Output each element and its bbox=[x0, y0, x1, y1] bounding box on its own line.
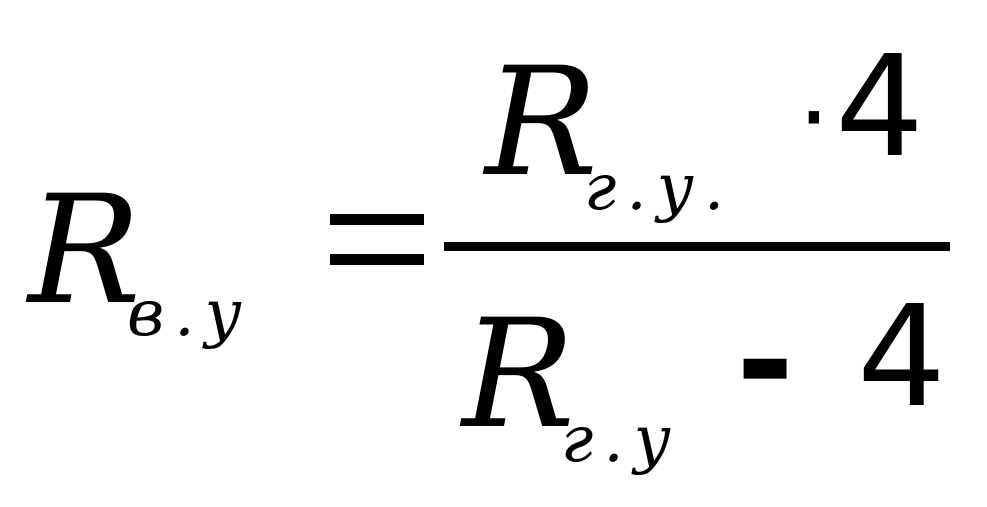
denominator-r-symbol: R bbox=[462, 288, 575, 462]
numerator-subscript: г.у. bbox=[584, 151, 735, 225]
lhs-subscript: в.у bbox=[127, 277, 252, 351]
equals-sign-top-bar bbox=[330, 214, 424, 225]
numerator-operator: · bbox=[798, 59, 830, 176]
numerator-r-symbol: R bbox=[485, 36, 598, 210]
fraction-line bbox=[444, 242, 950, 251]
denominator-operator: - bbox=[736, 280, 795, 443]
denominator-subscript: г.у bbox=[561, 403, 681, 477]
lhs-r-symbol: R bbox=[28, 164, 141, 338]
equals-sign-bottom-bar bbox=[330, 254, 424, 265]
numerator-number: 4 bbox=[835, 26, 925, 189]
denominator-number: 4 bbox=[857, 276, 947, 439]
